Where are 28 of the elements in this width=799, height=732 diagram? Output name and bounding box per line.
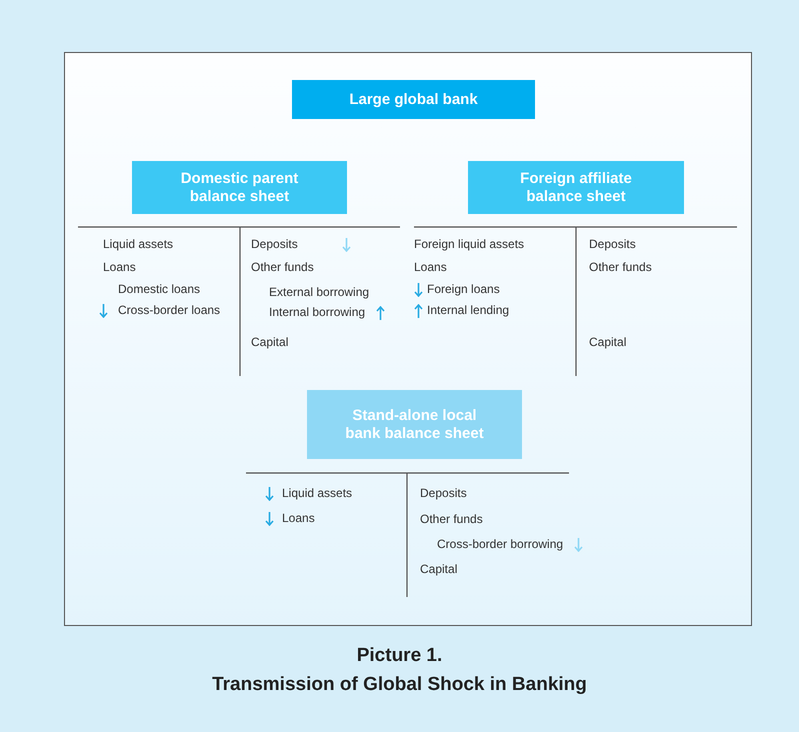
caption: Transmission of Global Shock in Banking: [211, 674, 588, 696]
account-item: Loans: [282, 510, 315, 526]
account-item: Cross-border loans: [118, 302, 220, 318]
account-item: Other funds: [251, 259, 314, 275]
account-item: Foreign loans: [427, 281, 500, 297]
account-item: Liquid assets: [282, 485, 352, 501]
account-item: Cross-border borrowing: [437, 536, 564, 552]
header-box: Domestic parent balance sheet: [132, 161, 347, 214]
account-item: External borrowing: [269, 284, 370, 300]
caption: Picture 1.: [356, 645, 444, 667]
header-box: Large global bank: [292, 80, 535, 119]
account-item: Foreign liquid assets: [414, 236, 524, 252]
account-item: Loans: [103, 259, 136, 275]
header-box: Foreign affiliate balance sheet: [468, 161, 684, 214]
account-item: Capital: [589, 334, 626, 350]
account-item: Deposits: [420, 485, 467, 501]
account-item: Liquid assets: [103, 236, 174, 252]
account-item: Internal lending: [427, 302, 510, 318]
account-item: Deposits: [589, 236, 636, 252]
account-item: Other funds: [589, 259, 652, 275]
account-item: Deposits: [251, 236, 298, 252]
account-item: Domestic loans: [118, 281, 200, 297]
account-item: Capital: [251, 334, 288, 350]
account-item: Capital: [420, 561, 458, 577]
account-item: Other funds: [420, 511, 483, 527]
header-box: Stand-alone local bank balance sheet: [307, 390, 522, 459]
account-item: Loans: [414, 259, 447, 275]
account-item: Internal borrowing: [269, 304, 366, 320]
